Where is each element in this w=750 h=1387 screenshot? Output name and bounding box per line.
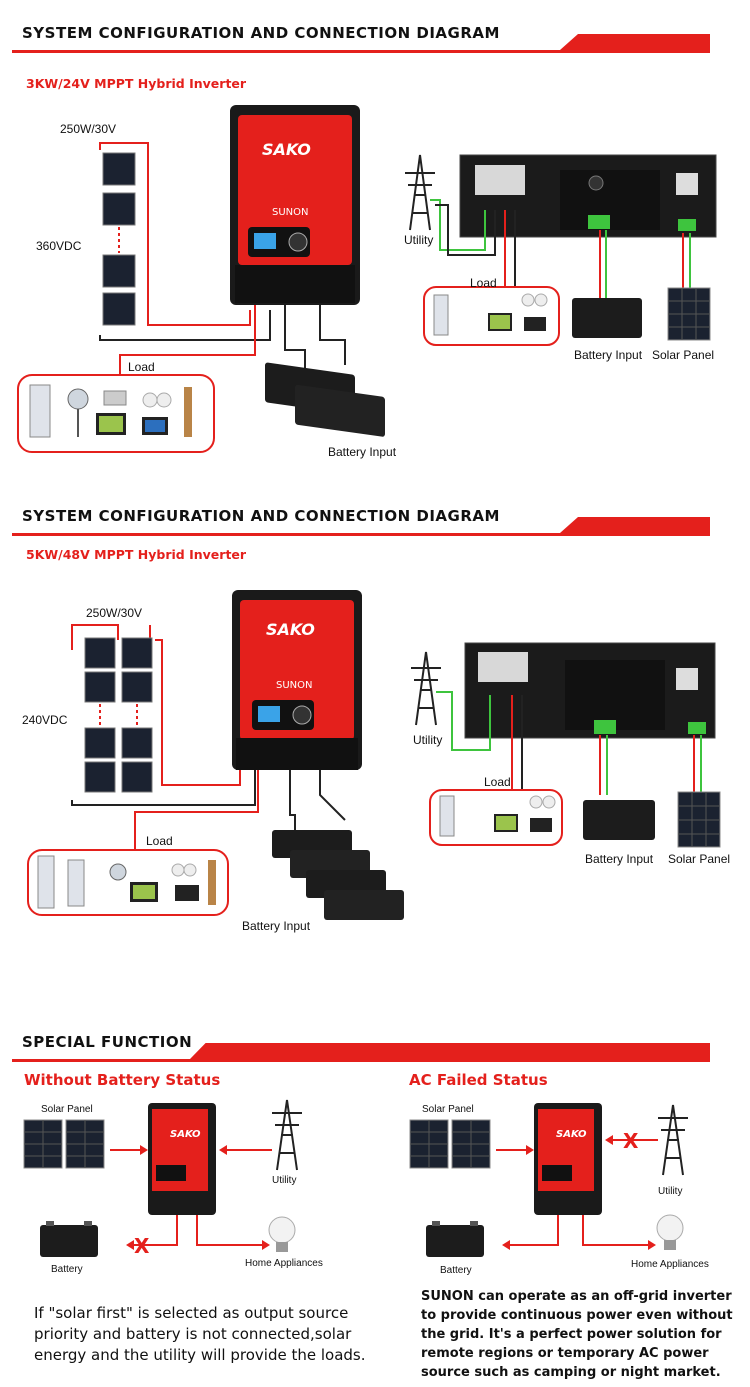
string-voltage-label: 240VDC [22,713,68,727]
ac-failed-diagram: SAKO X [409,1103,688,1257]
inverter-unit: SAKO SUNON [230,105,360,305]
inverter-model-title: 5KW/48V MPPT Hybrid Inverter [26,547,247,562]
connection-diagram-1: SAKO SUNON [17,105,717,453]
rack-appliance-icons [439,795,556,837]
solar-panel-icon [409,1119,491,1169]
divider [12,1059,710,1062]
battery-label: Battery [440,1265,472,1276]
section-header-1: SYSTEM CONFIGURATION AND CONNECTION DIAG… [0,18,750,54]
battery-icon [40,1221,98,1257]
battery-bank [265,362,385,437]
battery-label: Battery [51,1264,83,1275]
section-title: SPECIAL FUNCTION [22,1033,193,1051]
inverter-icon: SAKO [148,1103,216,1215]
rack-load-label: Load [470,276,497,290]
solar-panel-label: Solar Panel [422,1104,474,1115]
grid-failed-x-icon: X [623,1129,639,1153]
battery-icon [426,1221,484,1257]
without-battery-diagram: SAKO X [23,1099,302,1258]
solar-panel-label: Solar Panel [41,1104,93,1115]
rack-solar-label: Solar Panel [668,852,731,866]
without-battery-caption: If "solar first" is selected as output s… [34,1304,366,1364]
appliance-icons [29,384,192,438]
rack-battery [572,298,642,338]
panel-spec-label: 250W/30V [60,122,117,136]
ac-failed-title: AC Failed Status [409,1071,548,1089]
utility-tower-icon [272,1099,302,1171]
divider [12,533,710,536]
load-label: Load [128,360,155,374]
rack-battery-label: Battery Input [574,348,643,362]
appliance-icons [37,855,216,909]
utility-label: Utility [413,733,443,747]
rack-solar-label: Solar Panel [652,348,715,362]
utility-label: Utility [404,233,434,247]
inverter-brand-logo: SAKO [266,620,315,639]
svg-text:SAKO: SAKO [170,1129,201,1140]
header-accent-bar [560,517,710,533]
utility-label: Utility [272,1175,297,1186]
home-appliances-label: Home Appliances [245,1258,323,1269]
light-bulb-icon [268,1216,296,1252]
inverter-model-logo: SUNON [272,207,309,218]
inverter-brand-logo: SAKO [262,140,311,159]
battery-input-label: Battery Input [242,919,311,933]
section-title: SYSTEM CONFIGURATION AND CONNECTION DIAG… [22,24,500,42]
inverter-unit: SAKO SUNON [232,590,362,770]
utility-label: Utility [658,1186,683,1197]
inverter-model-logo: SUNON [276,680,313,691]
solar-panel-strings [84,637,153,793]
section-header-3: SPECIAL FUNCTION [0,1027,750,1063]
rack-load-label: Load [484,775,511,789]
load-label: Load [146,834,173,848]
load-box [27,849,229,916]
utility-tower-icon [411,651,441,726]
ac-failed-caption: SUNON can operate as an off-grid inverte… [421,1289,733,1380]
rack-inverter [464,642,716,739]
svg-text:SAKO: SAKO [556,1129,587,1140]
utility-tower-icon [405,154,435,231]
string-voltage-label: 360VDC [36,239,82,253]
battery-input-label: Battery Input [328,445,397,459]
divider [12,50,710,53]
section-header-2: SYSTEM CONFIGURATION AND CONNECTION DIAG… [0,501,750,537]
battery-bank [272,830,404,920]
header-accent-bar [560,34,710,50]
solar-panel-icon [23,1119,105,1169]
utility-tower-icon [658,1104,688,1176]
rack-inverter [459,154,717,238]
disconnect-x-icon: X [134,1234,150,1258]
inverter-icon: SAKO [534,1103,602,1215]
without-battery-title: Without Battery Status [24,1071,221,1089]
solar-panel-string [102,152,136,326]
rack-battery-label: Battery Input [585,852,654,866]
section-title: SYSTEM CONFIGURATION AND CONNECTION DIAG… [22,507,500,525]
rack-battery [583,800,655,840]
rack-solar-panel [667,287,711,341]
home-appliances-label: Home Appliances [631,1259,709,1270]
panel-spec-label: 250W/30V [86,606,143,620]
rack-solar-panel [677,791,721,848]
header-accent-bar [190,1043,710,1059]
rack-appliance-icons [433,293,548,336]
connection-diagram-2: SAKO SUNON [27,590,721,920]
inverter-model-title: 3KW/24V MPPT Hybrid Inverter [26,76,247,91]
light-bulb-icon [656,1214,684,1250]
